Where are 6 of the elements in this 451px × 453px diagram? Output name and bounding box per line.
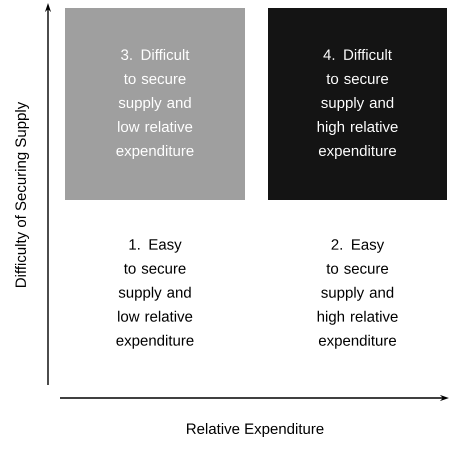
quadrant-box: 3. Difficult to secure supply and low relative expenditure	[65, 8, 245, 200]
axis-title: Difficulty of Securing Supply	[15, 102, 29, 288]
axis-title: Relative Expenditure	[187, 423, 324, 437]
quadrant-box: 2. Easy to secure supply and high relative expenditure	[268, 210, 447, 378]
quadrant-box: 1. Easy to secure supply and low relative expenditure	[65, 210, 245, 378]
quadrant-box: 4. Difficult to secure supply and high relative expenditure	[268, 8, 447, 200]
